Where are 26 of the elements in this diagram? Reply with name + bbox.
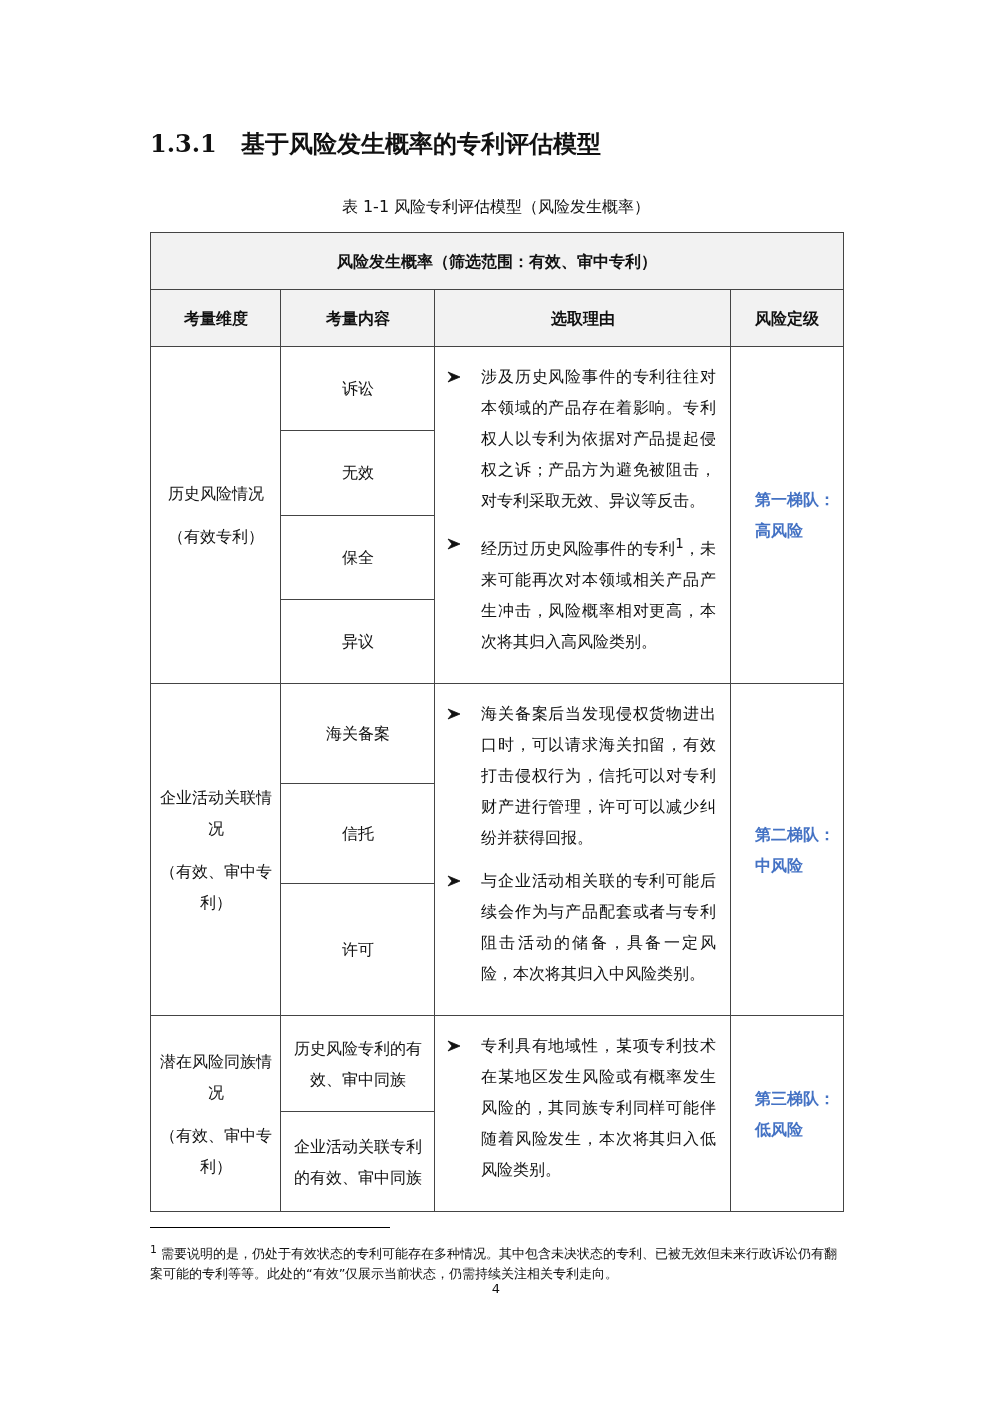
header-cell: 考量内容 [280,289,435,347]
row-heading: 企业活动关联情况 [159,786,272,840]
table-cell: 海关备案 [280,683,435,784]
risk-tier-text: 第三梯队：低风险 [753,1088,835,1139]
reason-text: 涉及历史风险事件的专利往往对本领域的产品存在着影响。专利权人以专利为依据对产品提起侵权之诉；产品方为避免被阻击，对专利采取无效、异议等反击。 [481,367,716,510]
header-cell: 风险定级 [730,289,844,347]
row-note: （有效专利） [166,526,265,549]
page-number: 4 [491,1281,501,1296]
row-note: （有效、审中专利） [159,1124,272,1178]
header-cell: 考量维度 [150,289,281,347]
row-note: （有效、审中专利） [159,860,272,914]
reason-text: 与企业活动相关联的专利可能后续会作为与产品配套或者与专利阻击活动的储备，具备一定风险，本次将其归入中风险类别。 [481,871,716,984]
risk-tier-text: 第二梯队：中风险 [754,824,835,875]
table-cell: 诉讼 [280,346,435,431]
section-heading: 1.3.1 基于风险发生概率的专利评估模型 [150,128,601,160]
row-heading: 历史风险情况 [166,483,265,506]
footnote-text: $^{1}$ 需要说明的是，仍处于有效状态的专利可能存在多种情况。其中包含未决状态的专利、已被无效但未来行政诉讼仍有翻案可能的专利等等。此处的“有效”仅展示当前状态，仍需持续关注相关专利走向。 [150,1242,839,1284]
table-cell: 历史风险专利的有效、审中同族 [280,1015,435,1112]
row-heading: 潜在风险同族情况 [159,1050,272,1104]
risk-tier-text: 第一梯队：高风险 [754,490,835,541]
header-cell: 风险发生概率（筛选范围：有效、审中专利） [150,232,844,290]
header-cell: 选取理由 [434,289,731,347]
table-caption: 表 1-1 风险专利评估模型（风险发生概率） [341,197,651,218]
reason-text: 经历过历史风险事件的专利$^{1}$，未来可能再次对本领域相关产品产生冲击，风险概率相对更高，本次将其归入高风险类别。 [481,539,716,652]
reason-text: 海关备案后当发现侵权货物进出口时，可以请求海关扣留，有效打击侵权行为，信托可以对专利财产进行管理，许可可以减少纠纷并获得回报。 [481,704,716,848]
reason-text: 专利具有地域性，某项专利技术在某地区发生风险或有概率发生风险的，其同族专利同样可能伴随着风险发生，本次将其归入低风险类别。 [481,1036,716,1180]
